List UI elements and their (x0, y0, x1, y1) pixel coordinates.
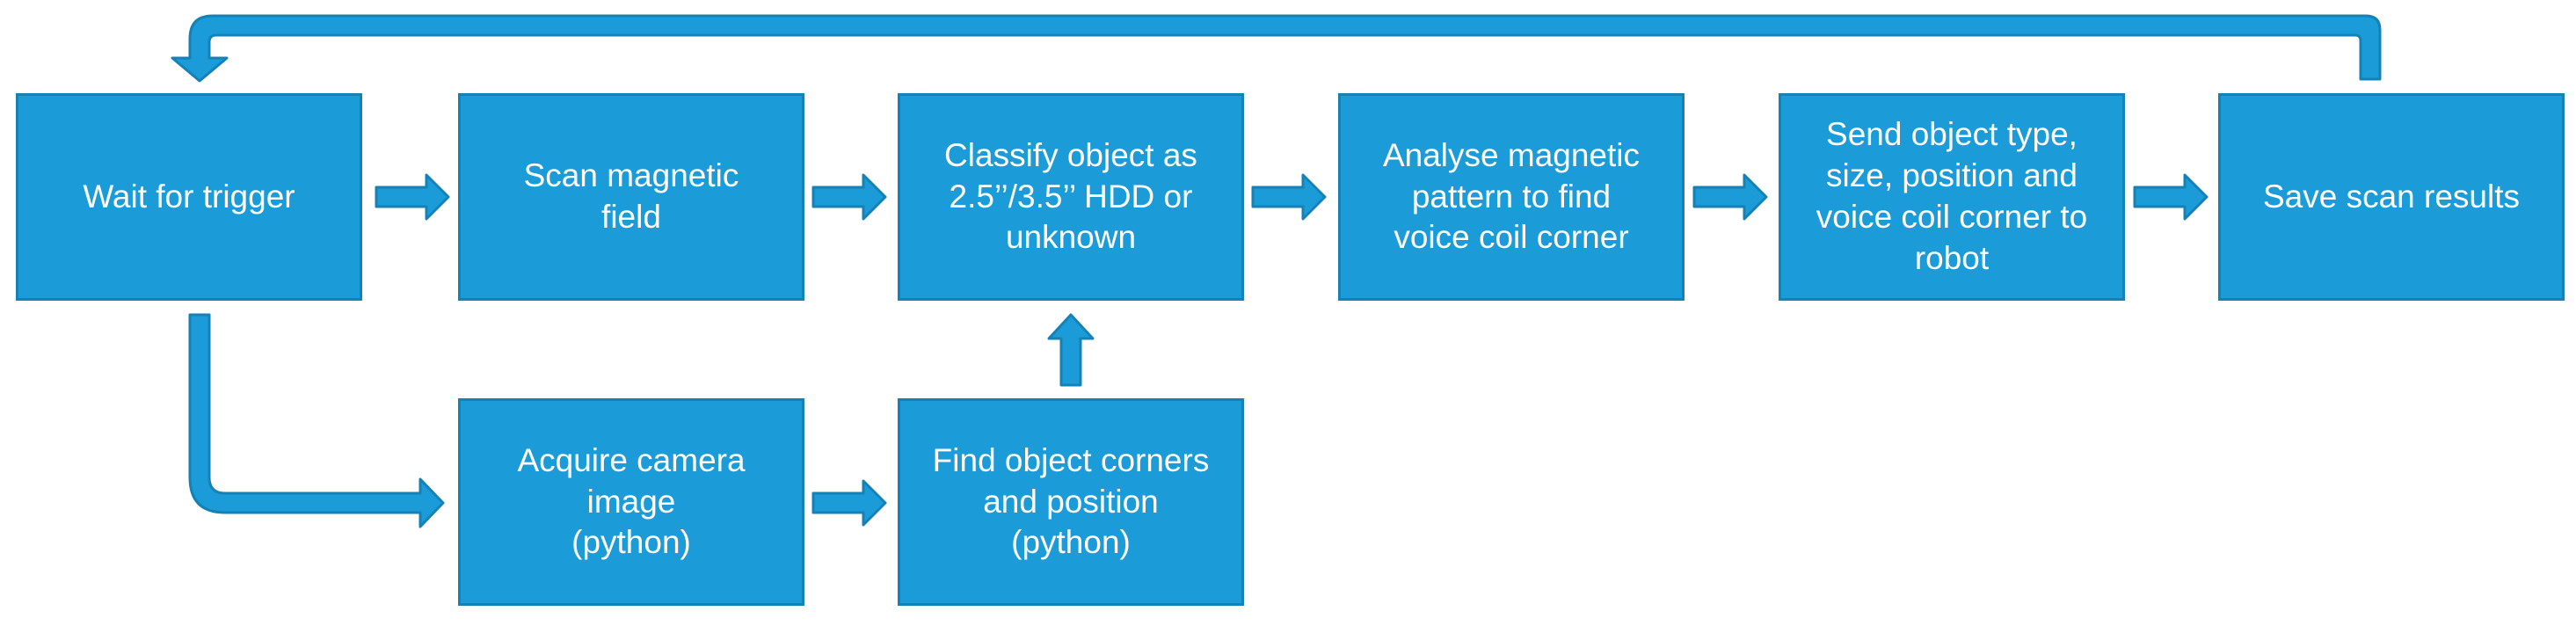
step-send-object-data: Send object type, size, position and voi… (1779, 93, 2125, 301)
arrow-find-to-classify (1047, 313, 1095, 387)
step-classify-object: Classify object as 2.5’’/3.5’’ HDD or un… (898, 93, 1244, 301)
step-acquire-camera-image-label: Acquire camera image (python) (517, 441, 746, 561)
arrow-send-to-save (2133, 173, 2209, 221)
step-save-scan-results: Save scan results (2218, 93, 2565, 301)
step-find-object-corners: Find object corners and position (python… (898, 398, 1244, 606)
arrow-wait-to-acquire (188, 313, 445, 528)
step-classify-object-label: Classify object as 2.5’’/3.5’’ HDD or un… (944, 136, 1197, 256)
arrow-wait-to-scan (375, 173, 450, 221)
step-save-scan-results-label: Save scan results (2262, 178, 2521, 215)
step-wait-for-trigger: Wait for trigger (16, 93, 362, 301)
step-scan-magnetic-field-label: Scan magnetic field (523, 157, 739, 235)
step-acquire-camera-image: Acquire camera image (python) (458, 398, 804, 606)
step-analyse-magnetic-pattern: Analyse magnetic pattern to find voice c… (1338, 93, 1685, 301)
step-analyse-magnetic-pattern-label: Analyse magnetic pattern to find voice c… (1382, 136, 1641, 256)
step-find-object-corners-label: Find object corners and position (python… (932, 441, 1210, 561)
arrow-scan-to-classify (811, 173, 887, 221)
arrow-classify-to-analyse (1251, 173, 1327, 221)
step-send-object-data-label: Send object type, size, position and voi… (1816, 116, 2088, 276)
arrow-save-to-wait (171, 14, 2382, 83)
arrow-analyse-to-send (1692, 173, 1768, 221)
step-scan-magnetic-field: Scan magnetic field (458, 93, 804, 301)
step-wait-for-trigger-label: Wait for trigger (83, 178, 295, 215)
arrow-acquire-to-find (811, 479, 887, 527)
